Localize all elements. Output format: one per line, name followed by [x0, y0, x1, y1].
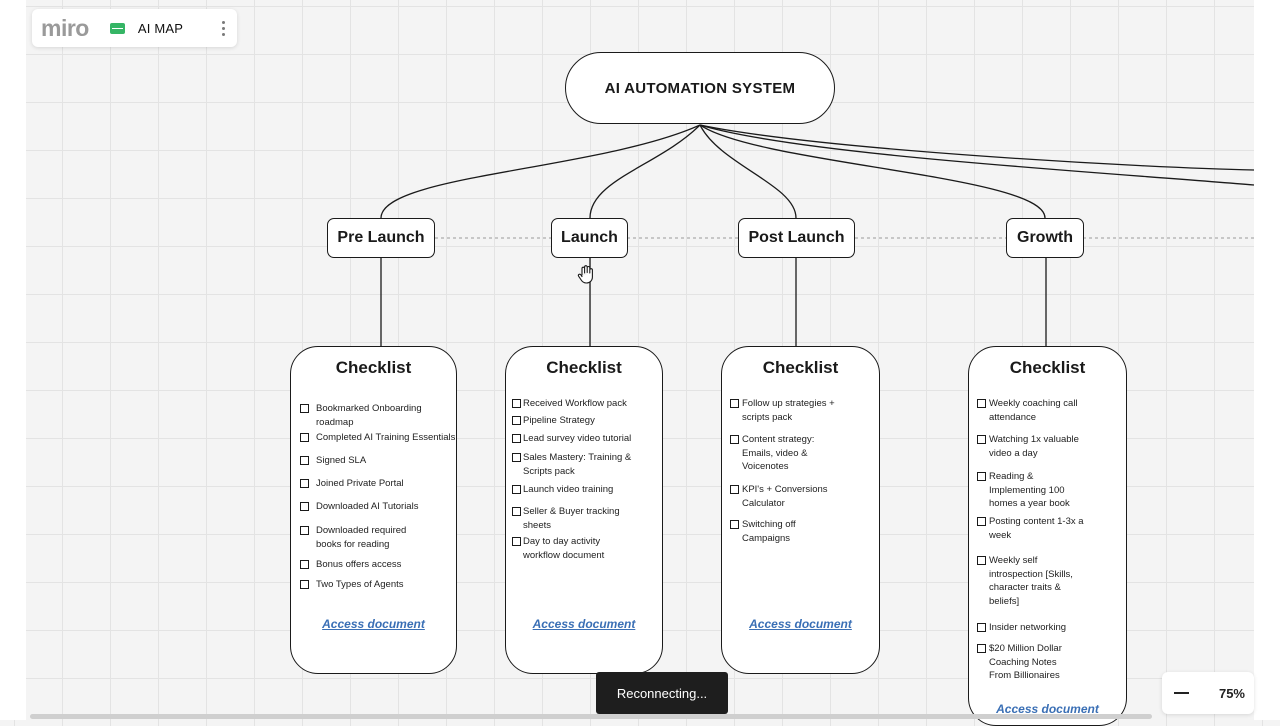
checkbox-icon[interactable] [977, 517, 986, 526]
root-node[interactable]: AI AUTOMATION SYSTEM [565, 52, 835, 124]
checkbox-icon[interactable] [300, 560, 309, 569]
checkbox-icon[interactable] [730, 485, 739, 494]
checkbox-icon[interactable] [512, 434, 521, 443]
connector-offscreen-2 [699, 124, 1255, 171]
board-icon [109, 22, 125, 34]
checklist-item-label: Watching 1x valuable video a day [989, 434, 1079, 459]
right-edge [1254, 0, 1280, 720]
checklist-item-label: KPI's + Conversions Calculator [742, 484, 828, 509]
card-title: Checklist [762, 358, 839, 377]
checklist-item-label: Bookmarked Onboarding roadmap [316, 403, 422, 428]
checklist-item-label: Joined Private Portal [316, 478, 404, 489]
access-document-link[interactable]: Access document [532, 617, 636, 631]
phase-label: Pre Launch [337, 229, 425, 246]
more-options-icon[interactable] [218, 17, 229, 40]
checklist-item-label: Launch video training [523, 484, 614, 495]
checkbox-icon[interactable] [977, 399, 986, 408]
left-edge [0, 0, 26, 720]
checkbox-icon[interactable] [300, 479, 309, 488]
checklist-item-label: Posting content 1-3x a week [989, 516, 1084, 541]
checklist-item-label: Pipeline Strategy [523, 415, 595, 426]
checklist-item-label: $20 Million Dollar Coaching Notes From B… [989, 643, 1062, 681]
card-title: Checklist [546, 358, 622, 377]
checkbox-icon[interactable] [512, 507, 521, 516]
checklist-item-label: Completed AI Training Essentials [316, 432, 456, 443]
phase-pre-launch[interactable]: Pre Launch [327, 218, 435, 258]
reconnecting-toast: Reconnecting... [596, 672, 728, 714]
checkbox-icon[interactable] [977, 556, 986, 565]
card-title: Checklist [1009, 358, 1086, 377]
checklist-item-label: Switching off Campaigns [742, 519, 796, 544]
checkbox-icon[interactable] [512, 399, 521, 408]
root-node-label: AI AUTOMATION SYSTEM [604, 79, 796, 97]
zoom-level[interactable]: 75% [1218, 685, 1245, 701]
board-header: miro AI MAP [32, 9, 237, 47]
checkbox-icon[interactable] [300, 456, 309, 465]
checklist-item-label: Signed SLA [316, 455, 367, 466]
checklist-item-label: Downloaded AI Tutorials [316, 501, 419, 512]
checkbox-icon[interactable] [512, 537, 521, 546]
checkbox-icon[interactable] [300, 502, 309, 511]
checklist-item-label: Weekly coaching call attendance [989, 398, 1078, 423]
checklist-item-label: Lead survey video tutorial [523, 433, 632, 444]
checklist-item-label: Follow up strategies + scripts pack [742, 398, 835, 423]
checklist-item-label: Seller & Buyer tracking sheets [523, 506, 620, 531]
connector-offscreen-1 [699, 124, 1255, 186]
access-document-link[interactable]: Access document [322, 617, 425, 631]
checkbox-icon[interactable] [730, 435, 739, 444]
checklist-card-post-launch[interactable]: Checklist Follow up strategies + scripts… [721, 346, 880, 674]
checklist-item-label: Received Workflow pack [523, 398, 627, 409]
connector-growth [699, 124, 1046, 219]
checkbox-icon[interactable] [512, 453, 521, 462]
connector-post-launch [699, 124, 797, 219]
checklist-item-label: Content strategy: Emails, video & Voicen… [742, 434, 815, 472]
checklist-item-label: Insider networking [989, 622, 1067, 633]
hand-cursor-icon [577, 265, 593, 284]
checklist-item-label: Reading & Implementing 100 homes a year … [989, 471, 1070, 509]
checklist-card-pre-launch[interactable]: Checklist Bookmarked Onboarding roadmap … [290, 346, 457, 674]
checklist-item-label: Two Types of Agents [316, 579, 404, 590]
access-document-link[interactable]: Access document [996, 702, 1099, 716]
checklist-item-label: Weekly self introspection [Skills, chara… [989, 555, 1073, 607]
phase-launch[interactable]: Launch [551, 218, 628, 258]
phase-label: Launch [561, 229, 618, 246]
checklist-card-launch[interactable]: Checklist Received Workflow pack Pipelin… [505, 346, 663, 674]
checklist-item-label: Bonus offers access [316, 559, 402, 570]
phase-label: Post Launch [748, 229, 845, 246]
checkbox-icon[interactable] [730, 399, 739, 408]
checkbox-icon[interactable] [977, 644, 986, 653]
phase-post-launch[interactable]: Post Launch [738, 218, 855, 258]
zoom-controls: 75% [1162, 672, 1254, 714]
checkbox-icon[interactable] [512, 416, 521, 425]
checklist-item-label: Sales Mastery: Training & Scripts pack [523, 452, 632, 477]
checkbox-icon[interactable] [977, 472, 986, 481]
checkbox-icon[interactable] [300, 526, 309, 535]
checklist-item-label: Downloaded required books for reading [316, 525, 407, 550]
board-name[interactable]: AI MAP [137, 20, 184, 36]
checkbox-icon[interactable] [300, 404, 309, 413]
checklist-card-growth[interactable]: Checklist Weekly coaching call attendanc… [968, 346, 1127, 726]
connector-launch [589, 124, 701, 219]
connector-pre-launch [380, 124, 701, 219]
checkbox-icon[interactable] [300, 580, 309, 589]
checkbox-icon[interactable] [730, 520, 739, 529]
checkbox-icon[interactable] [977, 435, 986, 444]
access-document-link[interactable]: Access document [749, 617, 852, 631]
checkbox-icon[interactable] [300, 433, 309, 442]
zoom-out-icon[interactable] [1174, 692, 1189, 694]
card-title: Checklist [335, 358, 412, 377]
phase-label: Growth [1017, 229, 1073, 246]
phase-growth[interactable]: Growth [1006, 218, 1084, 258]
horizontal-scrollbar[interactable] [30, 714, 1152, 719]
miro-logo[interactable]: miro [41, 14, 89, 41]
checkbox-icon[interactable] [512, 485, 521, 494]
checklist-item-label: Day to day activity workflow document [523, 536, 605, 561]
checkbox-icon[interactable] [977, 623, 986, 632]
